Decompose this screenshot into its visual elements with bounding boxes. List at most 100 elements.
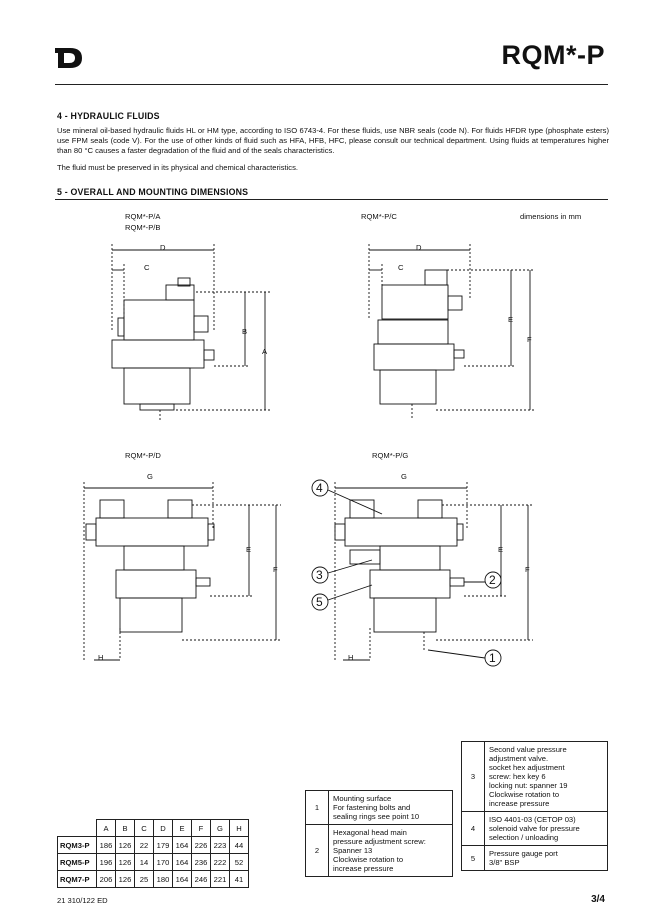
- dim-g-view-g: G: [401, 472, 407, 481]
- note-row: 1 Mounting surface For fastening bolts a…: [305, 790, 453, 825]
- note-text: Pressure gauge port 3/8" BSP: [484, 845, 608, 871]
- note-line: selection / unloading: [489, 833, 559, 842]
- dim-f-view-c: F: [527, 335, 532, 344]
- dim-d-view-c: D: [416, 243, 422, 252]
- note-line: increase pressure: [489, 799, 550, 808]
- table-cell: 164: [172, 853, 192, 871]
- dim-c-view-a: C: [144, 263, 150, 272]
- callout-5: 5: [316, 595, 323, 609]
- note-row: 3 Second value pressure adjustment valve…: [461, 741, 608, 812]
- note-line: solenoid valve for pressure: [489, 824, 580, 833]
- view-b-label: RQM*-P/B: [125, 223, 161, 232]
- dimensions-table: A B C D E F G H RQM3-P 186 126 22 179 16…: [57, 819, 249, 888]
- brand-logo: [55, 48, 82, 68]
- dim-d-view-a: D: [160, 243, 166, 252]
- table-cell: 126: [115, 836, 135, 854]
- callout-3: 3: [316, 568, 323, 582]
- note-line: Clockwise rotation to: [333, 855, 404, 864]
- view-c-label: RQM*-P/C: [361, 212, 397, 221]
- drawing-view-g: [311, 479, 533, 667]
- section-5-rule: [55, 199, 608, 200]
- note-line: screw: hex key 6: [489, 772, 546, 781]
- row-header: RQM7-P: [57, 870, 97, 888]
- table-cell: 25: [134, 870, 154, 888]
- table-cell: 14: [134, 853, 154, 871]
- table-cell: 196: [96, 853, 116, 871]
- dim-c-view-c: C: [398, 263, 404, 272]
- note-number: 5: [461, 845, 485, 871]
- table-cell: 52: [229, 853, 249, 871]
- table-cell: 164: [172, 870, 192, 888]
- dim-h-view-g: H: [348, 653, 354, 662]
- table-cell: 222: [210, 853, 230, 871]
- note-line: pressure adjustment screw:: [333, 837, 426, 846]
- dim-b-view-a: B: [242, 327, 248, 336]
- units-note: dimensions in mm: [520, 212, 582, 221]
- table-cell: 22: [134, 836, 154, 854]
- dim-e-view-c: E: [508, 315, 514, 324]
- table-cell: 179: [153, 836, 173, 854]
- table-cell: 44: [229, 836, 249, 854]
- page-title: RQM*-P: [501, 40, 605, 70]
- note-line: locking nut: spanner 19: [489, 781, 568, 790]
- note-line: 3/8" BSP: [489, 858, 520, 867]
- table-cell: 170: [153, 853, 173, 871]
- note-row: 5 Pressure gauge port 3/8" BSP: [461, 845, 608, 871]
- note-line: ISO 4401-03 (CETOP 03): [489, 815, 576, 824]
- row-header: RQM3-P: [57, 836, 97, 854]
- col-header: B: [115, 819, 135, 837]
- note-number: 1: [305, 790, 329, 825]
- page-number: 3/4: [591, 894, 605, 905]
- drawing-view-d: [83, 482, 281, 661]
- col-header: C: [134, 819, 154, 837]
- section-4-heading: 4 - HYDRAULIC FLUIDS: [57, 111, 160, 121]
- dim-f-view-g: F: [525, 565, 530, 574]
- dim-e-view-g: E: [498, 545, 504, 554]
- drawing-view-c: [368, 244, 535, 418]
- note-line: Hexagonal head main: [333, 828, 407, 837]
- note-text: Hexagonal head main pressure adjustment …: [328, 824, 453, 877]
- note-number: 3: [461, 741, 485, 812]
- table-cell: 236: [191, 853, 211, 871]
- dim-h-view-d: H: [98, 653, 104, 662]
- view-g-label: RQM*-P/G: [372, 451, 409, 460]
- note-number: 2: [305, 824, 329, 877]
- table-row: RQM3-P 186 126 22 179 164 226 223 44: [57, 836, 249, 854]
- table-cell: 180: [153, 870, 173, 888]
- notes-table-left: 1 Mounting surface For fastening bolts a…: [305, 790, 453, 877]
- note-text: Mounting surface For fastening bolts and…: [328, 790, 453, 825]
- dim-a-view-a: A: [262, 347, 268, 356]
- table-row: RQM7-P 206 126 25 180 164 246 221 41: [57, 870, 249, 888]
- callout-2: 2: [489, 573, 496, 587]
- col-header: A: [96, 819, 116, 837]
- note-row: 2 Hexagonal head main pressure adjustmen…: [305, 824, 453, 877]
- table-cell: 223: [210, 836, 230, 854]
- table-corner: [57, 819, 97, 837]
- table-header-row: A B C D E F G H: [57, 819, 249, 837]
- note-line: increase pressure: [333, 864, 394, 873]
- note-line: Clockwise rotation to: [489, 790, 560, 799]
- dim-e-view-d: E: [246, 545, 252, 554]
- table-cell: 221: [210, 870, 230, 888]
- table-cell: 126: [115, 870, 135, 888]
- drawing-view-a: [111, 244, 270, 420]
- table-cell: 226: [191, 836, 211, 854]
- table-cell: 41: [229, 870, 249, 888]
- col-header: H: [229, 819, 249, 837]
- table-cell: 126: [115, 853, 135, 871]
- table-cell: 206: [96, 870, 116, 888]
- view-a-label: RQM*-P/A: [125, 212, 161, 221]
- section-4-para-2: The fluid must be preserved in its physi…: [57, 163, 298, 172]
- col-header: F: [191, 819, 211, 837]
- note-line: For fastening bolts and: [333, 803, 411, 812]
- note-line: Second value pressure: [489, 745, 567, 754]
- table-cell: 164: [172, 836, 192, 854]
- table-cell: 246: [191, 870, 211, 888]
- notes-table-right: 3 Second value pressure adjustment valve…: [461, 741, 608, 871]
- note-line: sealing rings see point 10: [333, 812, 420, 821]
- section-4-para-1: Use mineral oil-based hydraulic fluids H…: [57, 126, 609, 155]
- document-code: 21 310/122 ED: [57, 896, 108, 905]
- col-header: G: [210, 819, 230, 837]
- col-header: E: [172, 819, 192, 837]
- table-row: RQM5-P 196 126 14 170 164 236 222 52: [57, 853, 249, 871]
